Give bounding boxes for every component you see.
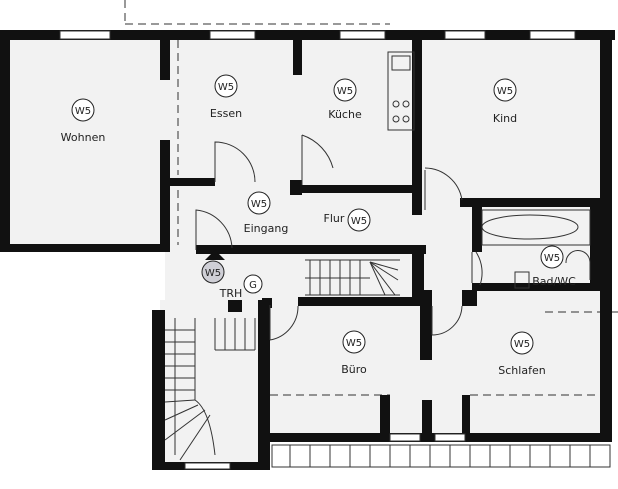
room-badge: W5 (218, 82, 234, 93)
room-bad: W5 Bad/WC (532, 245, 576, 288)
room-badge: W5 (544, 253, 560, 264)
staircase-lower (164, 318, 256, 461)
room-flur: Flur W5 (324, 208, 371, 232)
kitchen-counter (387, 51, 415, 131)
room-label-kueche: Küche (328, 108, 362, 121)
bathroom-fixtures (481, 209, 591, 289)
room-trh: W5 G TRH (201, 250, 263, 300)
room-label-wohnen: Wohnen (61, 131, 106, 144)
room-badge: W5 (514, 339, 530, 350)
room-badge: W5 (75, 106, 91, 117)
room-label-trh: TRH (219, 287, 243, 300)
room-badge: W5 (251, 199, 267, 210)
staircase-upper (305, 259, 400, 296)
room-essen: W5 Essen (210, 74, 242, 120)
room-label-buero: Büro (341, 363, 367, 376)
room-badge: W5 (346, 338, 362, 349)
room-floors (10, 40, 605, 465)
windows (59, 30, 576, 470)
room-schlafen: W5 Schlafen (498, 331, 546, 377)
room-label-kind: Kind (493, 112, 517, 125)
room-buero: W5 Büro (341, 330, 367, 376)
room-kueche: W5 Küche (328, 78, 362, 121)
doors (195, 134, 483, 341)
room-badge: W5 (497, 86, 513, 97)
room-wohnen: W5 Wohnen (61, 98, 106, 144)
room-kind: W5 Kind (493, 78, 517, 125)
room-label-eingang: Eingang (244, 222, 289, 235)
terrace (271, 444, 611, 468)
marker-g: G (249, 280, 257, 291)
entrance-arrow-icon (205, 250, 225, 260)
room-label-essen: Essen (210, 107, 242, 120)
room-badge: W5 (205, 268, 221, 279)
room-eingang: W5 Eingang (244, 191, 289, 235)
room-badge: W5 (337, 86, 353, 97)
room-badge: W5 (351, 216, 367, 227)
room-label-bad: Bad/WC (532, 275, 576, 288)
room-label-schlafen: Schlafen (498, 364, 545, 377)
room-label-flur: Flur (324, 212, 345, 225)
